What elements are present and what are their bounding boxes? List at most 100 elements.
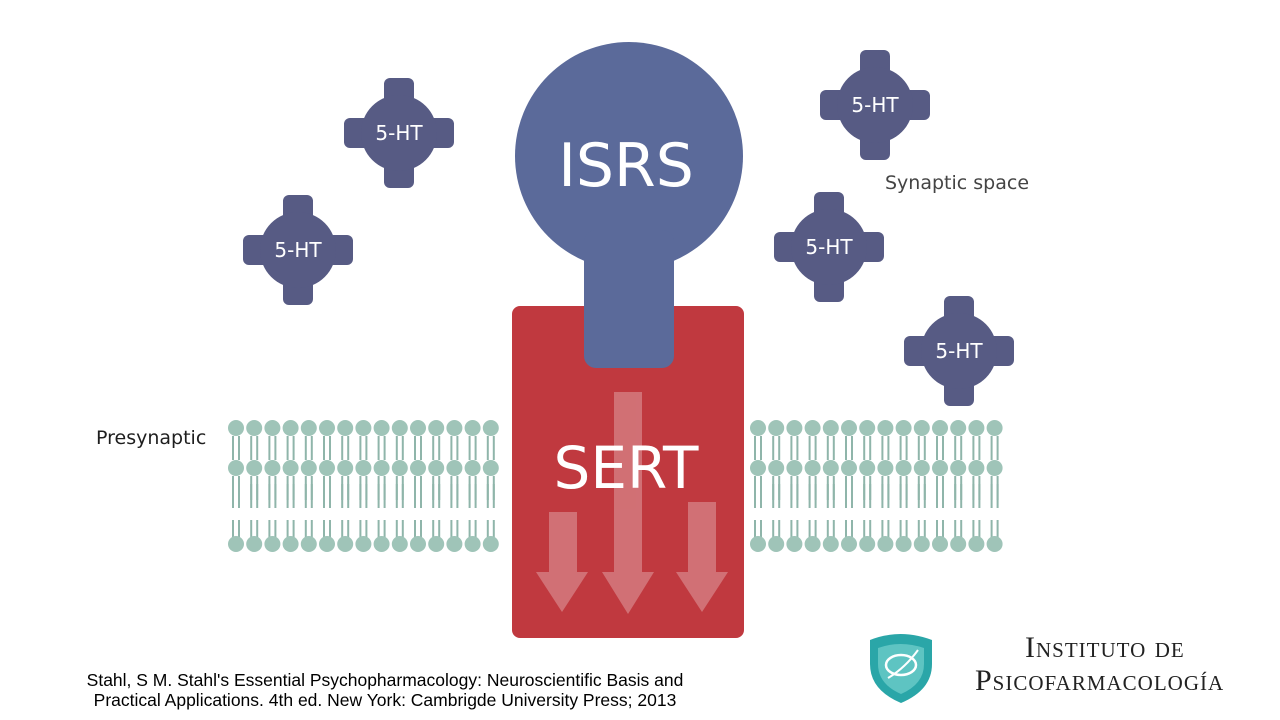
serotonin-molecule: 5-HT — [904, 296, 1014, 406]
lipid-head — [913, 536, 930, 552]
lipid-head — [228, 460, 244, 476]
lipid-head — [950, 536, 967, 552]
isrs-label: ISRS — [558, 131, 694, 201]
lipid-head — [841, 536, 857, 552]
lipid-head — [968, 460, 985, 476]
lipid-head — [282, 420, 299, 436]
lipid-head — [246, 536, 263, 552]
lipid-head — [786, 420, 803, 436]
institute-name-line: Psicofarmacología — [975, 664, 1225, 697]
sert-label: SERT — [554, 434, 700, 502]
lipid-head — [282, 460, 299, 476]
lipid-head — [932, 460, 948, 476]
lipid-head — [300, 460, 317, 476]
lipid-head — [859, 460, 876, 476]
lipid-head — [428, 460, 445, 476]
lipid-head — [264, 460, 281, 476]
lipid-head — [464, 536, 481, 552]
lipid-head — [895, 536, 912, 552]
institute-name-line: Instituto de — [1025, 631, 1185, 664]
lipid-head — [750, 420, 766, 436]
lipid-head — [391, 536, 408, 552]
lipid-head — [841, 460, 857, 476]
lipid-head — [319, 536, 335, 552]
lipid-head — [786, 536, 803, 552]
lipid-head — [373, 460, 390, 476]
serotonin-molecule: 5-HT — [344, 78, 454, 188]
down-arrow-icon — [676, 502, 728, 612]
lipid-head — [264, 420, 281, 436]
lipid-head — [337, 460, 354, 476]
citation-line: Stahl, S M. Stahl's Essential Psychophar… — [86, 670, 684, 690]
lipid-head — [786, 460, 803, 476]
lipid-head — [482, 536, 499, 552]
lipid-head — [410, 536, 426, 552]
lipid-head — [391, 420, 408, 436]
isrs-molecule: ISRS — [515, 42, 743, 368]
lipid-head — [986, 536, 1003, 552]
transport-arrows — [536, 392, 728, 614]
lipid-head — [859, 420, 876, 436]
serotonin-label: 5-HT — [375, 121, 423, 145]
lipid-head — [228, 420, 244, 436]
lipid-head — [913, 420, 930, 436]
lipid-head — [410, 420, 426, 436]
lipid-bilayer-membrane — [228, 420, 1003, 552]
lipid-head — [750, 460, 766, 476]
lipid-head — [300, 536, 317, 552]
serotonin-label: 5-HT — [274, 238, 322, 262]
lipid-head — [246, 420, 263, 436]
lipid-head — [300, 420, 317, 436]
lipid-head — [464, 460, 481, 476]
lipid-head — [337, 420, 354, 436]
lipid-head — [482, 460, 499, 476]
lipid-head — [968, 420, 985, 436]
lipid-head — [319, 420, 335, 436]
lipid-head — [986, 460, 1003, 476]
lipid-head — [373, 420, 390, 436]
lipid-head — [895, 460, 912, 476]
lipid-head — [822, 536, 839, 552]
serotonin-label: 5-HT — [851, 93, 899, 117]
lipid-head — [822, 420, 839, 436]
lipid-head — [950, 420, 967, 436]
lipid-head — [841, 420, 857, 436]
synaptic-space-label: Synaptic space — [885, 172, 1030, 194]
lipid-head — [446, 536, 463, 552]
lipid-head — [895, 420, 912, 436]
lipid-head — [464, 420, 481, 436]
lipid-head — [428, 536, 445, 552]
lipid-head — [373, 536, 390, 552]
lipid-head — [968, 536, 985, 552]
serotonin-molecule: 5-HT — [820, 50, 930, 160]
institute-logo-icon — [870, 634, 932, 703]
lipid-head — [877, 536, 894, 552]
lipid-head — [446, 420, 463, 436]
sert-transporter: SERT — [512, 306, 744, 638]
lipid-head — [355, 460, 372, 476]
lipid-head — [877, 460, 894, 476]
lipid-head — [804, 420, 821, 436]
institute-name: Instituto de Psicofarmacología — [975, 632, 1275, 698]
lipid-head — [804, 460, 821, 476]
lipid-head — [410, 460, 426, 476]
lipid-head — [768, 420, 785, 436]
lipid-head — [768, 536, 785, 552]
down-arrow-icon — [536, 512, 588, 612]
lipid-head — [264, 536, 281, 552]
lipid-head — [446, 460, 463, 476]
lipid-head — [228, 536, 244, 552]
serotonin-label: 5-HT — [935, 339, 983, 363]
lipid-head — [804, 536, 821, 552]
lipid-head — [822, 460, 839, 476]
lipid-head — [428, 420, 445, 436]
lipid-head — [355, 536, 372, 552]
serotonin-molecule: 5-HT — [243, 195, 353, 305]
citation-line: Practical Applications. 4th ed. New York… — [93, 690, 677, 710]
lipid-head — [932, 536, 948, 552]
lipid-head — [986, 420, 1003, 436]
lipid-head — [319, 460, 335, 476]
lipid-head — [391, 460, 408, 476]
lipid-head — [355, 420, 372, 436]
